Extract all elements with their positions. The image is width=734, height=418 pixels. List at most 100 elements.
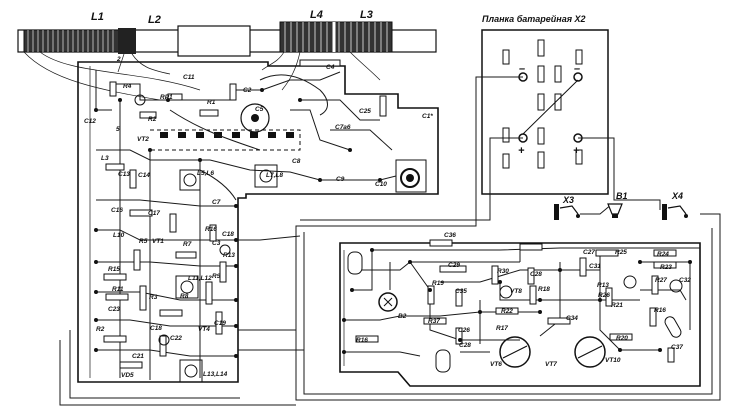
component-label-r2b: R2 bbox=[96, 326, 105, 333]
component-label-r25: R25 bbox=[615, 249, 627, 256]
component-label-r26: R26 bbox=[598, 292, 610, 299]
component-label-c27: C27 bbox=[583, 249, 595, 256]
component-label-c9: C9 bbox=[336, 176, 345, 183]
component-label-r23b: R23 bbox=[660, 264, 672, 271]
component-label-r30: R30 bbox=[497, 268, 509, 275]
component-label-c18b: C18 bbox=[150, 325, 162, 332]
component-label-r19: R19 bbox=[432, 280, 444, 287]
component-label-l7l8: L7,L8 bbox=[266, 172, 283, 179]
component-label-r4: R4 bbox=[123, 83, 132, 90]
component-label-l11l12: L11,L12 bbox=[188, 275, 212, 282]
component-label-vt1: VT1 bbox=[152, 238, 164, 245]
component-label-r18: R18 bbox=[538, 286, 550, 293]
antenna-label-l3: L3 bbox=[360, 9, 373, 21]
component-label-c17: C17 bbox=[148, 210, 160, 217]
component-label-c37: C37 bbox=[671, 344, 683, 351]
component-label-c36: C36 bbox=[444, 232, 456, 239]
component-label-c4: C4 bbox=[326, 64, 335, 71]
component-label-c23: C23 bbox=[108, 306, 120, 313]
component-label-r20: R20 bbox=[616, 335, 628, 342]
component-label-c31: C31 bbox=[589, 263, 601, 270]
component-label-vt10: VT10 bbox=[605, 357, 621, 364]
component-label-l13l14: L13,L14 bbox=[203, 371, 228, 378]
component-label-r7: R7 bbox=[183, 241, 192, 248]
component-label-c35: C35 bbox=[455, 288, 467, 295]
component-label-c26: C26 bbox=[458, 327, 470, 334]
component-label-r22: R22 bbox=[501, 308, 513, 315]
terminal-x3-label: X3 bbox=[562, 195, 574, 205]
component-label-c7: C7 bbox=[212, 199, 221, 206]
terminal-x4 bbox=[662, 204, 688, 220]
left-board-components bbox=[103, 59, 387, 383]
component-label-c13: C13 bbox=[118, 171, 130, 178]
component-label-n2: 2 bbox=[116, 56, 121, 63]
component-label-vt6: VT6 bbox=[490, 361, 502, 368]
component-label-rp1: RP1 bbox=[160, 94, 173, 101]
component-label-vt4: VT4 bbox=[198, 326, 210, 333]
component-label-c29: C29 bbox=[448, 262, 460, 269]
battery-wires bbox=[295, 76, 721, 401]
component-label-r2: R2 bbox=[148, 116, 157, 123]
component-label-c11: C11 bbox=[183, 74, 195, 81]
component-label-c1: C1* bbox=[422, 113, 433, 120]
battery-sign-3: + bbox=[518, 145, 525, 157]
component-label-c12: C12 bbox=[84, 118, 96, 125]
component-label-c34: C34 bbox=[566, 315, 578, 322]
component-label-r13b: R13 bbox=[597, 282, 609, 289]
component-label-c2: C2 bbox=[243, 87, 252, 94]
component-label-vt8: VT8 bbox=[510, 288, 522, 295]
component-label-c32: C32 bbox=[679, 277, 691, 284]
component-label-c22: C22 bbox=[170, 335, 182, 342]
ferrite-antenna bbox=[17, 21, 437, 57]
antenna-label-l1: L1 bbox=[91, 11, 104, 23]
component-label-r3: R3 bbox=[149, 294, 158, 301]
component-label-c18: C18 bbox=[222, 231, 234, 238]
battery-sign-2: – bbox=[574, 63, 580, 75]
component-label-r16c: R16 bbox=[356, 337, 368, 344]
left-board-outline bbox=[77, 61, 439, 383]
left-board-pads bbox=[94, 88, 382, 358]
speaker-b1-icon bbox=[607, 203, 623, 218]
component-label-l10: L10 bbox=[113, 232, 125, 239]
component-label-r13: R13 bbox=[223, 252, 235, 259]
component-label-c8: C8 bbox=[292, 158, 301, 165]
interboard-wires bbox=[59, 235, 304, 406]
antenna-label-l4: L4 bbox=[310, 9, 323, 21]
right-board-pads bbox=[342, 248, 692, 354]
component-label-n5: 5 bbox=[116, 126, 120, 133]
component-label-r11: R11 bbox=[112, 286, 124, 293]
right-board-outline bbox=[339, 242, 701, 387]
component-label-r8: R8 bbox=[180, 293, 189, 300]
component-label-c28b: C28 bbox=[459, 342, 471, 349]
terminal-b1-label: B1 bbox=[616, 191, 628, 201]
battery-panel-title: Планка батарейная X2 bbox=[482, 14, 586, 24]
component-label-c7ab: C7a6 bbox=[335, 124, 351, 131]
component-label-r27: R27 bbox=[655, 277, 667, 284]
component-label-r15: R15 bbox=[108, 266, 120, 273]
component-label-r16b: R16 bbox=[654, 307, 666, 314]
component-label-c5: C5 bbox=[255, 106, 264, 113]
component-label-r1: R1 bbox=[207, 99, 216, 106]
component-label-l3: L3 bbox=[101, 155, 109, 162]
component-label-r37: R37 bbox=[428, 318, 440, 325]
terminal-x4-label: X4 bbox=[671, 191, 683, 201]
component-label-r9: R9 bbox=[212, 273, 221, 280]
component-label-vd5: VD5 bbox=[121, 372, 134, 379]
tuning-capacitor-block bbox=[150, 129, 301, 151]
component-label-c3: C3 bbox=[212, 240, 221, 247]
component-label-c19: C19 bbox=[214, 320, 226, 327]
component-label-r5: R5 bbox=[139, 238, 148, 245]
antenna-label-l2: L2 bbox=[148, 14, 161, 26]
component-label-b2: B2 bbox=[398, 313, 407, 320]
component-label-r21: R21 bbox=[611, 302, 623, 309]
component-label-vt2: VT2 bbox=[137, 136, 149, 143]
battery-sign-1: – bbox=[519, 63, 525, 75]
right-board-components bbox=[355, 239, 683, 363]
component-label-r17: R17 bbox=[496, 325, 508, 332]
component-label-vt7: VT7 bbox=[545, 361, 557, 368]
component-label-c14: C14 bbox=[138, 172, 150, 179]
